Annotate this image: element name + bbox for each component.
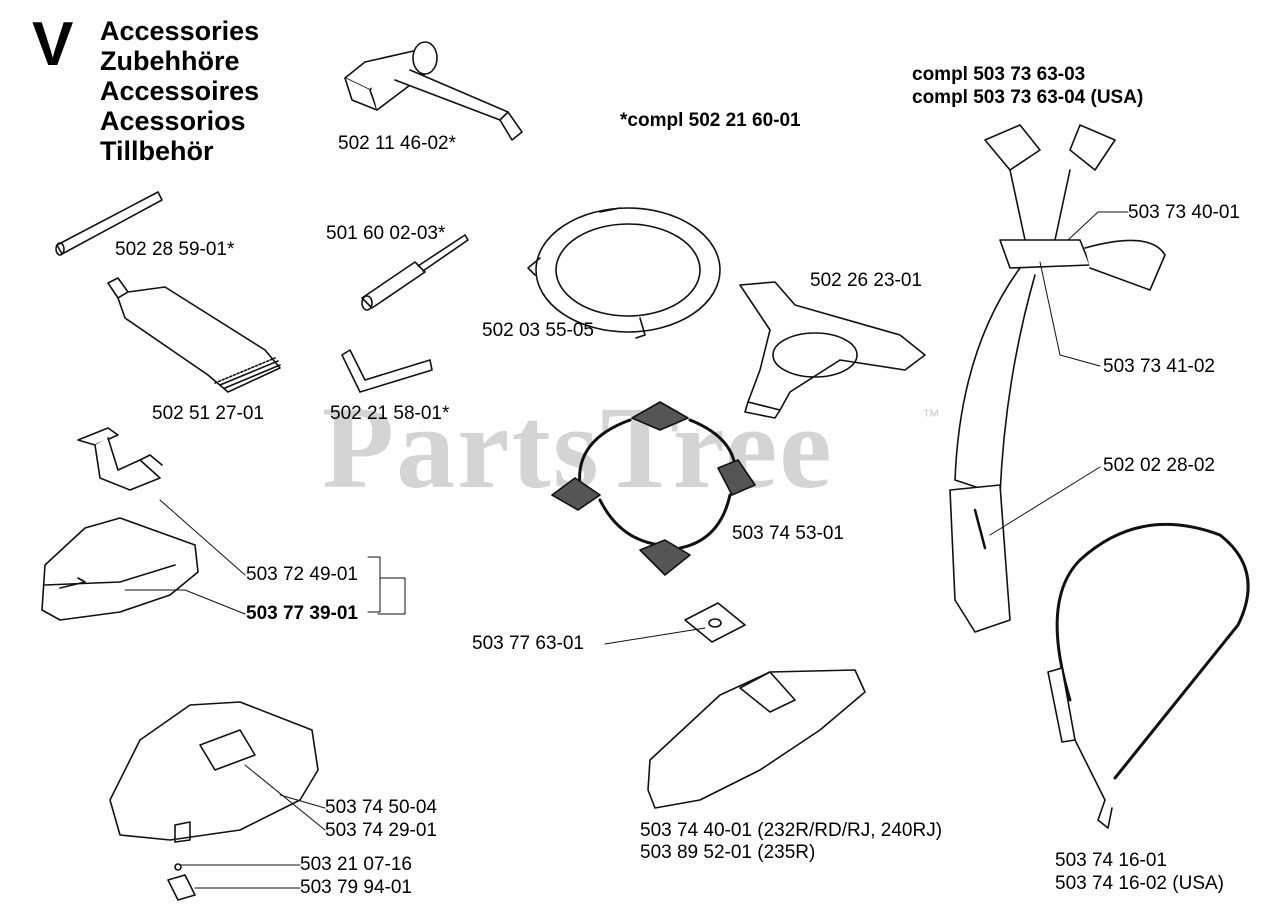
part-label: 503 77 39-01 — [246, 603, 358, 624]
part-label: 503 74 16-02 (USA) — [1055, 873, 1224, 894]
title-pt: Acessorios — [100, 106, 246, 136]
title-de: Zubehhöre — [100, 46, 240, 76]
part-label: 502 28 59-01* — [115, 239, 235, 260]
harness-kit-1: compl 503 73 63-03 — [912, 64, 1086, 85]
part-label: 503 74 29-01 — [325, 820, 437, 841]
large-blade-guard-drawing — [647, 669, 866, 809]
part-label: 502 26 23-01 — [810, 270, 922, 291]
part-label: 502 11 46-02* — [338, 133, 456, 154]
part-label: 503 74 53-01 — [732, 523, 844, 544]
part-label: 503 72 49-01 — [246, 564, 358, 585]
part-label: 502 51 27-01 — [152, 403, 264, 424]
part-label: 502 03 55-05 — [482, 320, 594, 341]
leader-lines — [124, 211, 1129, 889]
harness-kit-2: compl 503 73 63-04 (USA) — [912, 87, 1144, 108]
title-sv: Tillbehör — [100, 136, 214, 166]
shoulder-harness-drawing — [949, 124, 1166, 633]
rod-drawing — [55, 191, 163, 256]
clip-drawing — [167, 863, 196, 901]
part-label: 503 73 41-02 — [1103, 356, 1215, 377]
title-block: Accessories Zubehhöre Accessoires Acesso… — [100, 16, 259, 166]
socket-wrench-drawing — [344, 41, 523, 141]
part-label: 503 21 07-16 — [300, 854, 412, 875]
screwdriver-drawing — [361, 234, 469, 311]
section-letter: V — [32, 10, 74, 79]
square-plate-drawing — [684, 602, 746, 643]
spool-cover-drawing — [527, 207, 721, 339]
part-label: 502 21 58-01* — [330, 403, 450, 424]
trimmer-guard-drawing — [41, 517, 199, 621]
title-en: Accessories — [100, 16, 260, 46]
mounting-plate-drawing — [739, 281, 926, 419]
part-label: 501 60 02-03* — [326, 223, 446, 244]
blade-guard-drawing — [109, 701, 319, 843]
part-label: 503 74 50-04 — [325, 797, 437, 818]
title-fr: Accessoires — [100, 76, 260, 106]
part-label: 503 74 16-01 — [1055, 850, 1167, 871]
guard-bracket-drawing — [77, 427, 163, 491]
part-label: 502 02 28-02 — [1103, 455, 1215, 476]
part-label: 503 77 63-01 — [472, 633, 584, 654]
part-label: 503 79 94-01 — [300, 877, 412, 898]
watermark-trademark: ™ — [922, 406, 940, 426]
part-label: 503 89 52-01 (235R) — [640, 842, 816, 863]
kit-note: *compl 502 21 60-01 — [620, 110, 801, 131]
hex-key-drawing — [341, 349, 433, 393]
harness-frame-drawing — [551, 401, 756, 576]
strap-loop-drawing — [1047, 522, 1250, 829]
grease-tube-drawing — [107, 277, 281, 393]
part-label: 503 73 40-01 — [1128, 202, 1240, 223]
part-label: 503 74 40-01 (232R/RD/RJ, 240RJ) — [640, 820, 943, 841]
